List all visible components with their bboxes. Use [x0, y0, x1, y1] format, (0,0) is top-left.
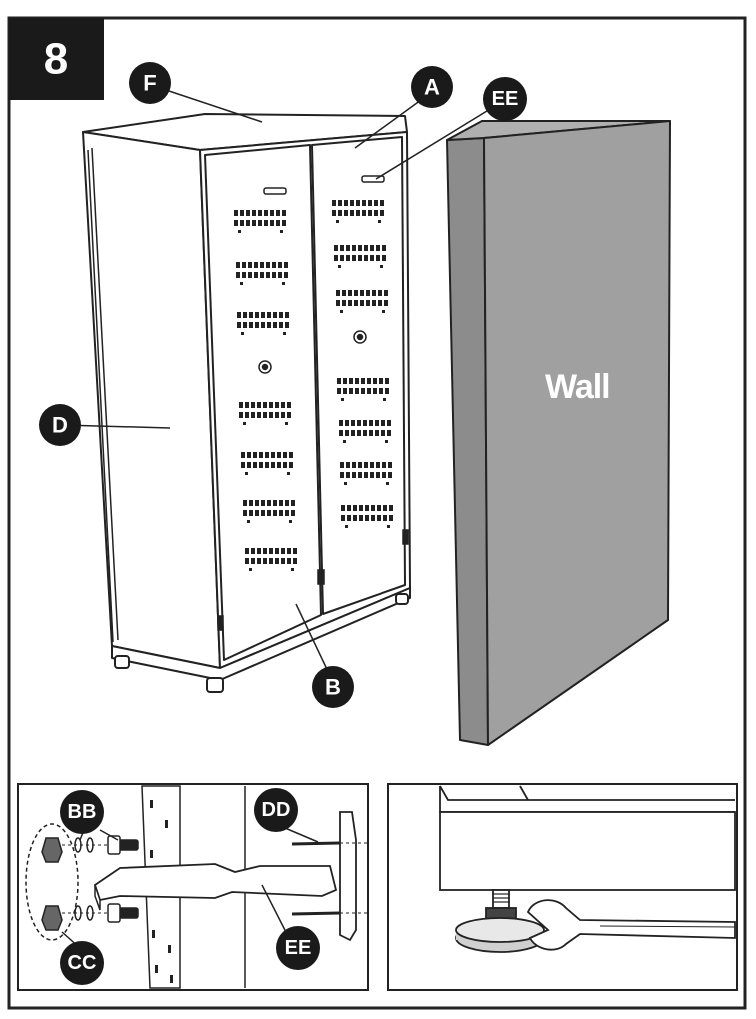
- hardware-details: [217, 175, 409, 631]
- callout-cc: CC: [60, 941, 104, 985]
- callout-bb: BB: [60, 790, 104, 834]
- svg-text:EE: EE: [492, 88, 519, 110]
- wall-bracket-left-icon: [263, 187, 287, 195]
- foot-front: [206, 677, 224, 693]
- svg-text:B: B: [325, 675, 341, 700]
- cabinet: [82, 113, 411, 693]
- wall-label: Wall: [545, 368, 610, 406]
- step-number: 8: [44, 35, 68, 84]
- svg-text:A: A: [424, 75, 440, 100]
- callout-f: F: [129, 62, 171, 104]
- page-frame: [7, 16, 747, 1010]
- svg-text:D: D: [52, 413, 68, 438]
- callout-b: B: [312, 666, 354, 708]
- wall: [446, 120, 671, 746]
- svg-text:DD: DD: [262, 799, 291, 821]
- callout-a: A: [411, 66, 453, 108]
- side-panel: [82, 131, 221, 669]
- callout-dd: DD: [254, 788, 298, 832]
- svg-text:CC: CC: [68, 952, 97, 974]
- right-door: [311, 136, 406, 615]
- hinge-icon: [317, 569, 325, 585]
- foot-left: [114, 655, 130, 669]
- step-number-badge: 8: [9, 18, 104, 100]
- svg-text:EE: EE: [285, 937, 312, 959]
- detail-panel-leveling-foot: [387, 783, 738, 991]
- foot-right: [395, 593, 409, 605]
- callout-ee-detail: EE: [276, 926, 320, 970]
- svg-text:BB: BB: [68, 801, 97, 823]
- cabinet-base: [111, 587, 411, 681]
- wall-face: [483, 120, 671, 746]
- callout-ee-main: EE: [483, 77, 527, 121]
- callout-d: D: [39, 404, 81, 446]
- wall-side: [446, 137, 489, 746]
- svg-text:F: F: [143, 71, 156, 96]
